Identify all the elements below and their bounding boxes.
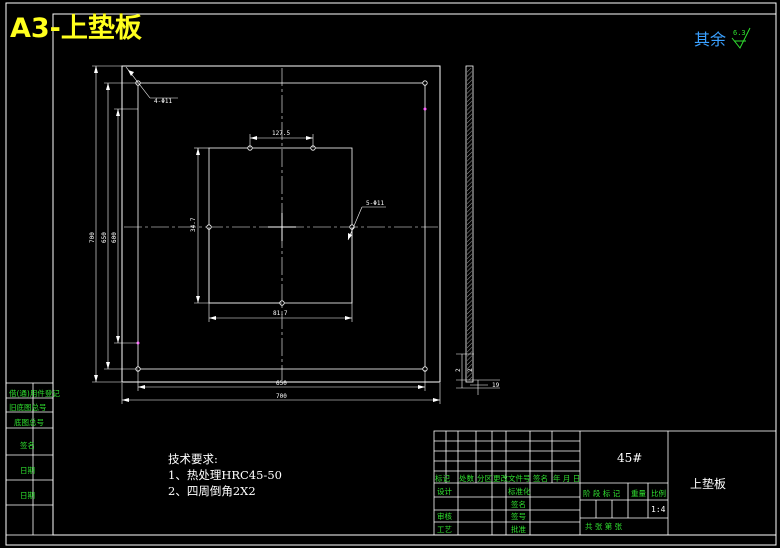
plate-main-view [121,65,441,383]
hole [422,80,428,86]
title-block-grid [433,430,777,536]
material-label: 45# [617,451,643,465]
dim-height-mid: 650 [101,232,108,243]
part-name: 上垫板 [690,477,727,491]
side-registry-box [5,382,54,536]
tb-sign2: 签号 [511,512,526,521]
dim-width-outer: 700 [276,393,287,400]
tb-process: 工艺 [437,525,452,534]
dim-pitch-left: 34.7 [190,217,197,232]
tb-mark: 标记 [435,474,450,483]
tb-weight: 重量 [631,489,646,498]
dim-thickness: 19 [492,382,500,389]
side-item-drawing-no: 底图总号 [14,418,44,427]
side-item-old-drawing: 旧底图总号 [9,403,47,412]
side-item-date-2: 日期 [20,491,35,500]
dim-width-inner: 650 [276,380,287,387]
tb-ratio: 比例 [651,489,666,498]
dim-pitch-bottom: 81.7 [273,310,288,317]
tech-line-2: 2、四周倒角2X2 [168,484,256,498]
plate-side-view [456,65,500,395]
roughness-symbol [731,27,751,49]
tb-change-doc: 更改文件号 [493,474,531,483]
tech-line-1: 1、热处理HRC45-50 [168,468,282,482]
tb-date: 年 月 日 [553,474,581,483]
dim-holes-4: 4-Φ11 [154,98,172,105]
tb-approve: 批准 [511,525,526,534]
dimension-lines [92,65,441,404]
side-item-shared-part: 借(通)用件登记 [9,389,60,398]
side-item-signature: 签名 [20,441,35,450]
tb-sheets: 共 张 第 张 [585,522,623,531]
inner-border [52,13,777,536]
scale-value: 1:4 [651,505,666,514]
dim-side-small-b: 2 [467,368,474,372]
roughness-note: 其余 [694,30,727,49]
dim-pitch-top: 127.5 [272,130,290,137]
side-item-date-1: 日期 [20,466,35,475]
hole-pattern-inner-rect [137,82,426,370]
tb-standardize: 标准化 [508,487,531,496]
roughness-value: 6.3 [733,29,746,37]
drawing-title: A3-上垫板 [10,13,142,44]
dim-height-inner: 600 [111,232,118,243]
center-pattern-rect [208,147,353,304]
tech-heading: 技术要求: [168,452,218,466]
tb-zone: 分区 [477,474,492,483]
dim-holes-5: 5-Φ11 [366,200,384,207]
tb-sign1: 签名 [511,500,526,509]
dim-height-outer: 700 [89,232,96,243]
tb-signature: 签名 [533,474,548,483]
tb-stage-marks: 阶 段 标 记 [583,489,621,498]
technical-requirements: 技术要求: 1、热处理HRC45-50 2、四周倒角2X2 [168,451,282,499]
tb-design: 设计 [437,487,452,496]
plate-outline [121,65,441,383]
tb-count: 处数 [459,474,474,483]
tb-review: 审核 [437,512,452,521]
dim-side-small-a: 2 [455,368,462,372]
arrowheads [94,66,440,402]
